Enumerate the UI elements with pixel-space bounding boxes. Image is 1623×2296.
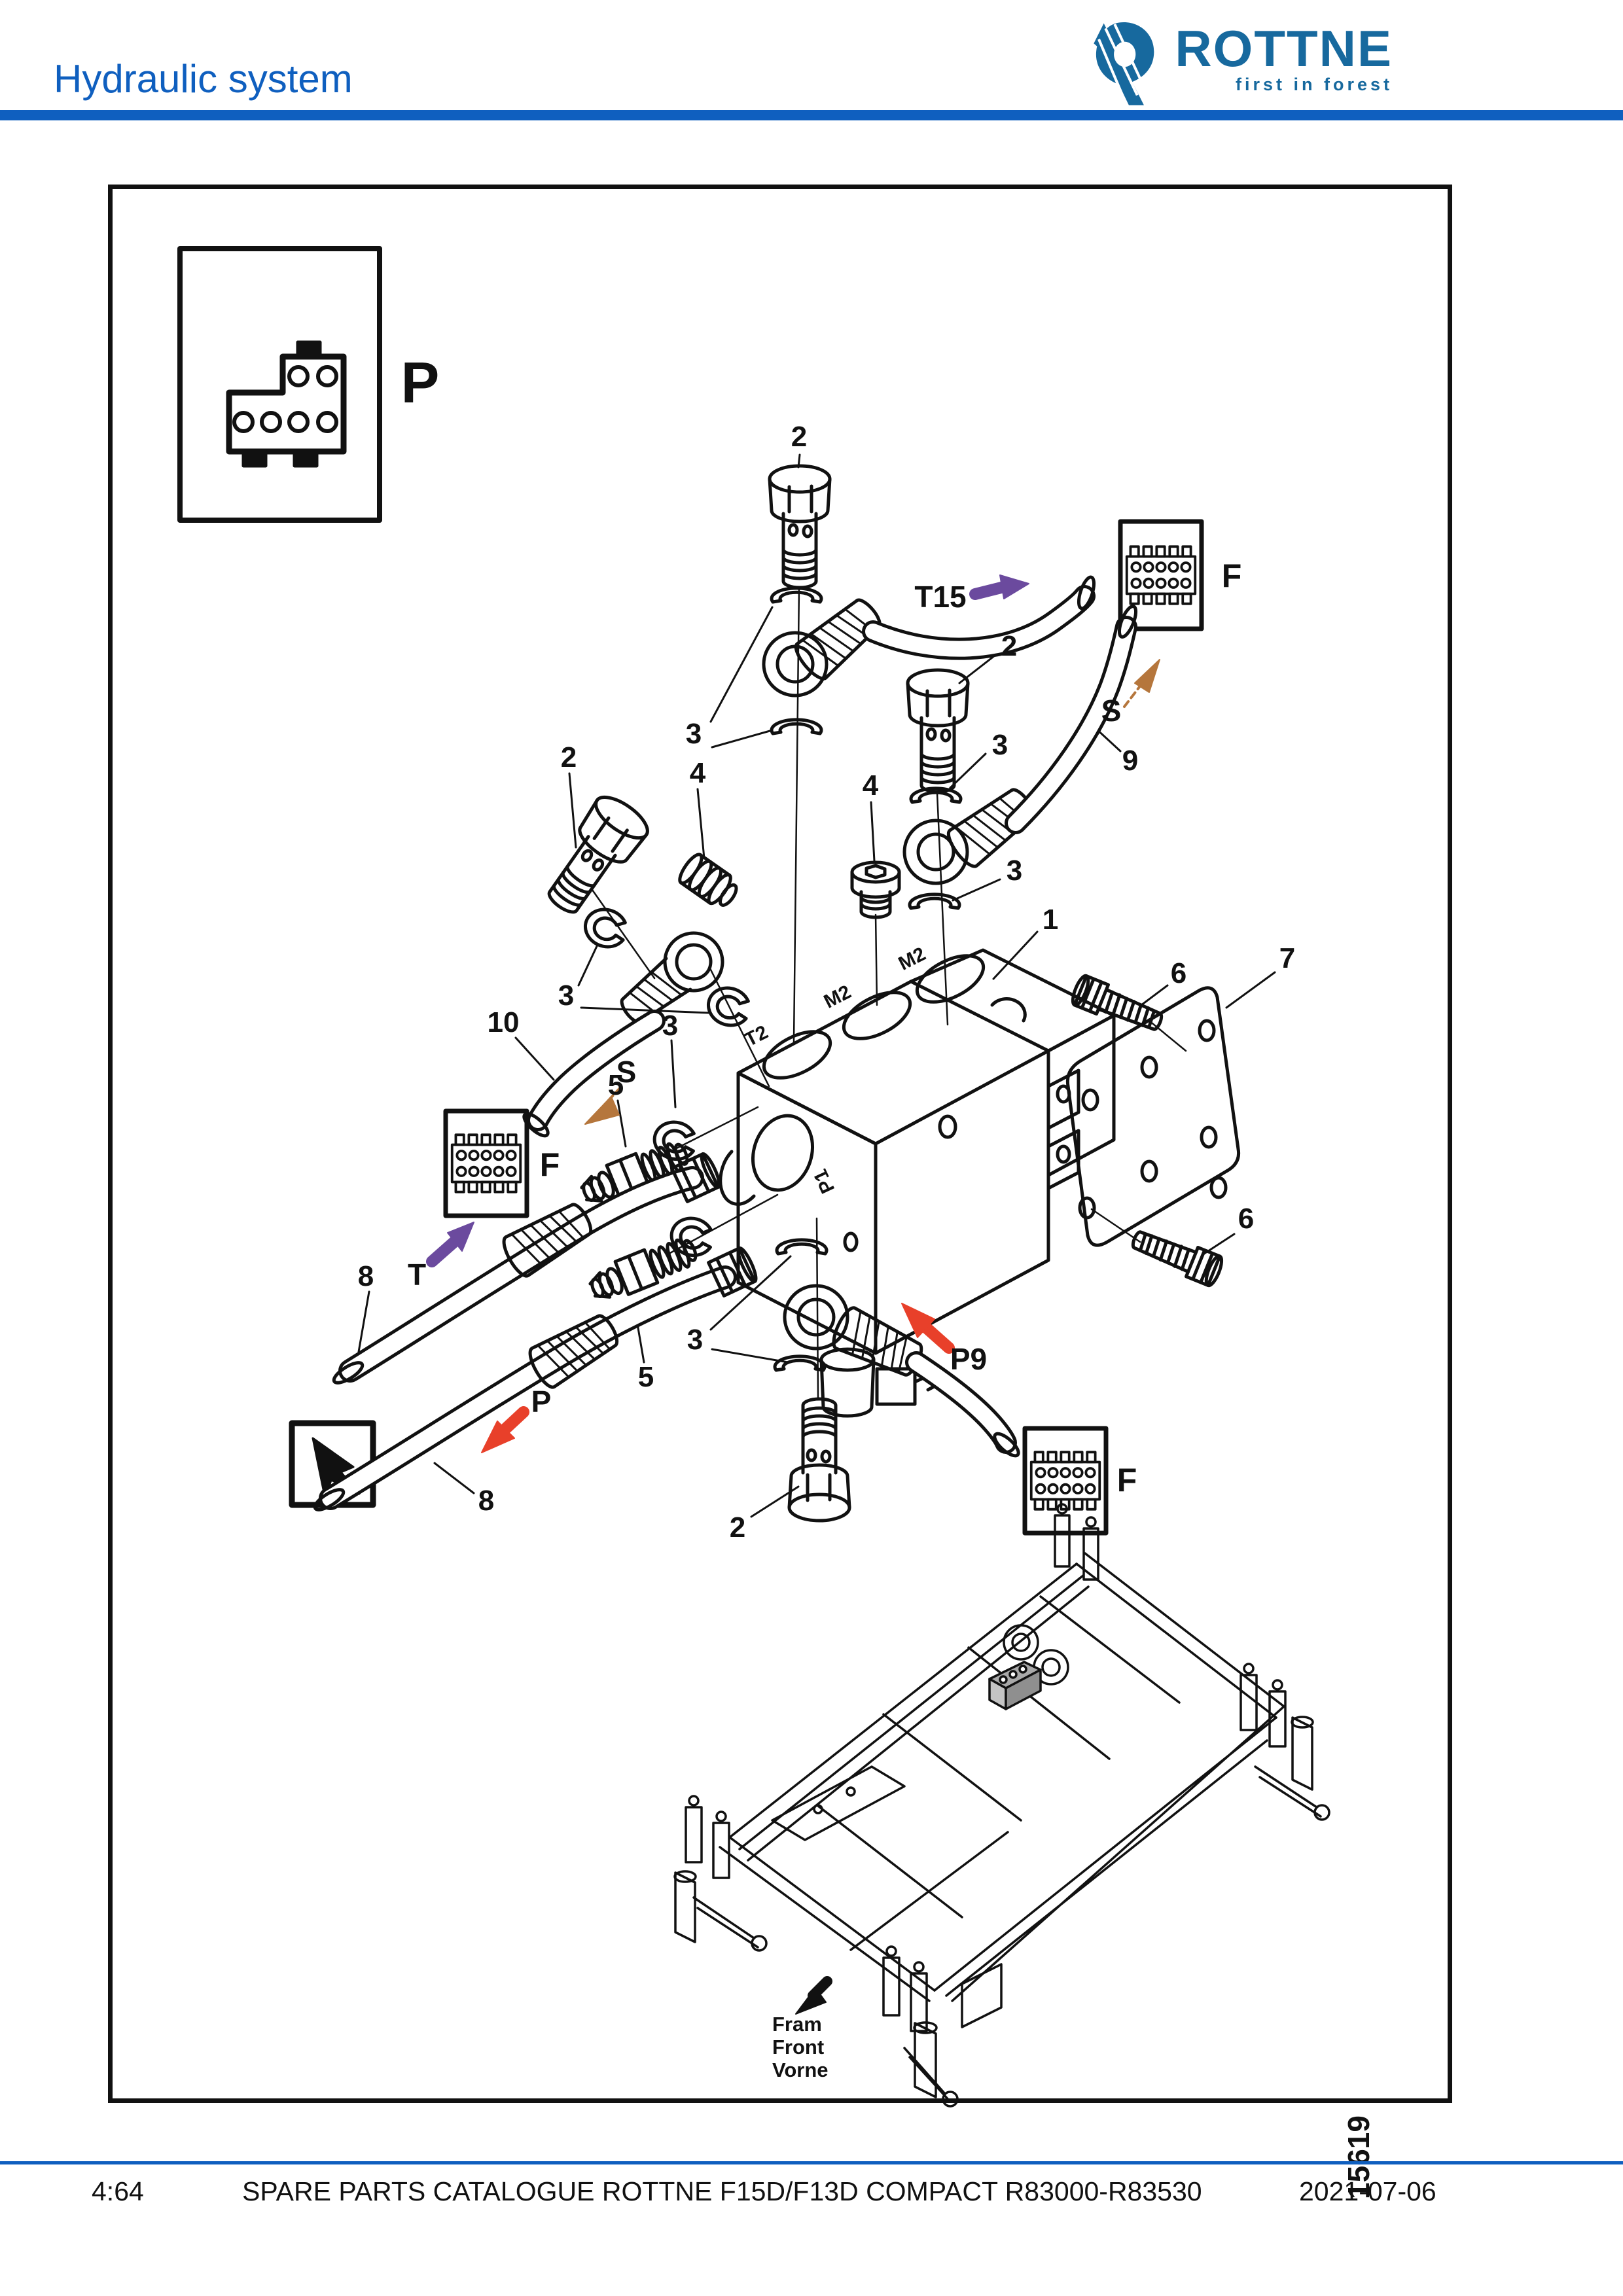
p-connector-label: P: [401, 350, 440, 415]
arrow-p9: [901, 1303, 955, 1354]
cover-plate-7: [1065, 986, 1241, 1247]
footer-catalog-title: SPARE PARTS CATALOGUE ROTTNE F15D/F13D C…: [242, 2176, 1202, 2206]
callout-1-manifold: 1: [1042, 904, 1059, 936]
f-connector-symbol-3: [1022, 1426, 1109, 1536]
flow-label-s-right: S: [1101, 694, 1122, 728]
explosion-axes: [591, 586, 1187, 1399]
arrow-s-left: [584, 1086, 622, 1125]
header: Hydraulic system ROTTNE first in forest: [0, 0, 1623, 109]
callout-6-bottom-bolt: 6: [1238, 1203, 1255, 1235]
hose-8-p: [313, 1246, 759, 1511]
p-connector-symbol: [177, 246, 382, 523]
arrow-t15: [969, 574, 1029, 600]
arrow-p: [481, 1406, 529, 1453]
flow-label-s-left: S: [616, 1055, 637, 1089]
callout-9-hose: 9: [1122, 745, 1139, 777]
hose-9: [1005, 605, 1138, 834]
chassis-frame: [673, 1503, 1330, 2108]
callout-2-top: 2: [791, 421, 808, 453]
callout-10-hose: 10: [487, 1006, 520, 1038]
hose-t15: [862, 575, 1096, 660]
header-divider: [0, 110, 1623, 120]
f-connector-label-2: F: [539, 1146, 560, 1183]
callout-2-left: 2: [560, 741, 577, 773]
flow-label-t: T: [407, 1258, 427, 1292]
callout-3-ring-1: 3: [662, 1010, 679, 1042]
bottom-banjo-group: [775, 1240, 927, 1521]
callout-7-plate: 7: [1279, 942, 1296, 974]
hex-bolt-6-bottom: [1128, 1224, 1224, 1288]
f-connector-label-3: F: [1116, 1462, 1137, 1498]
front-label-de: Vorne: [772, 2058, 829, 2081]
f-connector-symbol-2: [443, 1108, 529, 1218]
page-title: Hydraulic system: [54, 57, 353, 101]
callout-5-fitting-2: 5: [637, 1361, 654, 1393]
callout-3-second-upper: 3: [991, 729, 1008, 761]
callout-3-left: 3: [558, 980, 575, 1012]
flow-arrows: [426, 574, 1160, 2015]
brand-tagline: first in forest: [1235, 75, 1393, 94]
leader-lines: [357, 453, 1276, 1518]
rottne-logo: ROTTNE first in forest: [1087, 18, 1393, 109]
footer-date: 2021-07-06: [1299, 2176, 1436, 2206]
flow-label-p9: P9: [950, 1342, 988, 1376]
callout-6-top-bolt: 6: [1170, 957, 1187, 989]
arrow-front: [795, 1976, 832, 2015]
callout-2-second: 2: [1001, 630, 1018, 662]
arrow-s-right: [1123, 659, 1160, 708]
callout-2-bottom: 2: [729, 1511, 746, 1544]
brand-name: ROTTNE: [1175, 20, 1393, 77]
callout-3-bottom-washers: 3: [687, 1324, 704, 1356]
callout-5-fitting-1: 5: [607, 1069, 624, 1101]
callout-8-hose-p: 8: [478, 1485, 495, 1517]
f-connector-symbol-1: [1118, 519, 1204, 631]
front-label-en: Front: [772, 2036, 825, 2058]
callout-4-left-plug: 4: [689, 757, 706, 789]
front-label-sv: Fram: [772, 2013, 822, 2036]
hose-10: [522, 1010, 666, 1138]
flow-label-p: P: [531, 1385, 552, 1419]
flow-label-t15: T15: [914, 580, 967, 614]
f-connector-label-1: F: [1221, 557, 1242, 594]
hose-p9: [905, 1351, 1020, 1458]
banjo-bolt-top: [764, 466, 887, 733]
front-direction-labels: Fram Front Vorne: [772, 2013, 829, 2081]
hex-bolt-6-top: [1070, 974, 1166, 1038]
hose-8-t: [332, 1152, 722, 1385]
manifold-block: [719, 948, 1116, 1418]
footer-divider: [0, 2161, 1623, 2164]
callout-4-center-plug: 4: [862, 769, 879, 802]
callout-3-second-lower: 3: [1006, 855, 1023, 887]
footer-page-ref: 4:64: [92, 2176, 144, 2206]
callout-3-top-washers: 3: [685, 718, 702, 750]
plug-socket-4: [852, 862, 899, 917]
callout-8-hose-t: 8: [357, 1260, 374, 1292]
arrow-t: [426, 1222, 474, 1267]
diagram-frame: [108, 185, 1452, 2103]
rottne-logo-icon: [1094, 22, 1154, 105]
